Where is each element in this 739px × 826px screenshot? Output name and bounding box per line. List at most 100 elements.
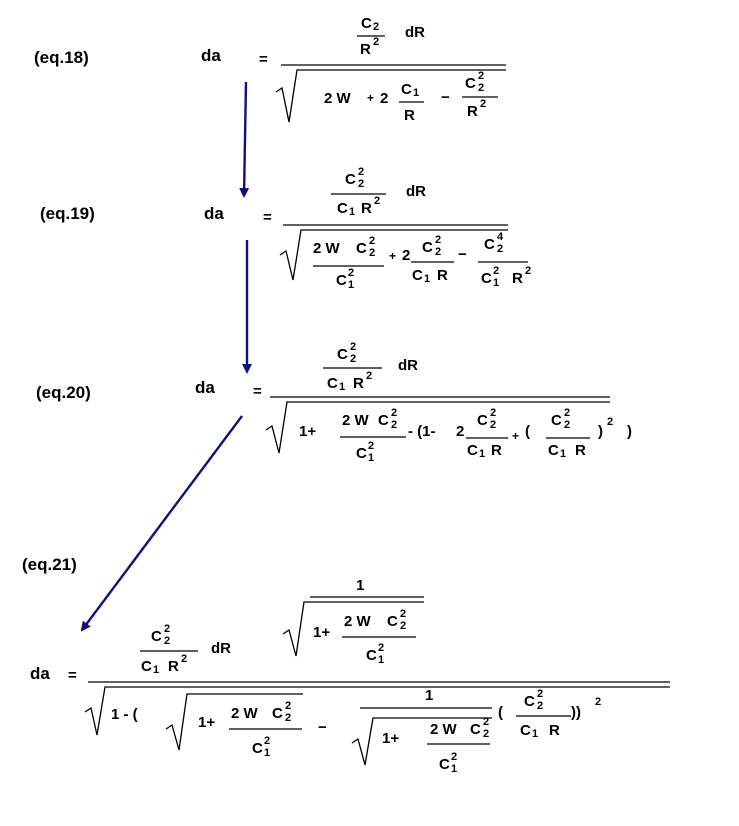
eq21-d1-den-sup: 2 <box>264 735 271 747</box>
eq20-t3-c: C <box>551 412 562 429</box>
eq20-t1-den-sub: 1 <box>368 452 375 464</box>
eq18-c-sub: 2 <box>373 21 380 33</box>
eq21-c-sub: 2 <box>164 635 171 647</box>
eq21-top-den-sup: 2 <box>378 642 385 654</box>
eq21-c-sup: 2 <box>164 623 171 635</box>
eq18-da: da <box>201 46 221 65</box>
eq20-lparen: ( <box>525 423 530 440</box>
eq21-d1-c-sub: 2 <box>285 712 292 724</box>
eq19-2w: 2 W <box>313 240 340 257</box>
eq21-top-one-plus: 1+ <box>313 624 331 641</box>
eq19-c-sup: 2 <box>358 166 365 178</box>
eq18-r-sup: 2 <box>373 36 380 48</box>
eq21-label: (eq.21) <box>22 555 77 574</box>
eq20-r-sup: 2 <box>366 370 373 382</box>
eq19-c1: C <box>337 200 348 217</box>
eq21-d3-den-c: C <box>520 722 531 739</box>
arrow-18-to-19 <box>239 81 250 198</box>
eq21-d1-2w: 2 W <box>231 705 258 722</box>
eq18-minus: − <box>441 89 450 106</box>
eq21-da: da <box>30 664 50 683</box>
eq21-d1-one-plus: 1+ <box>198 714 216 731</box>
eq20-da: da <box>195 378 215 397</box>
eq18-r2-sup: 2 <box>480 98 487 110</box>
eq21-c1-sub: 1 <box>153 664 160 676</box>
eq18-r-den: R <box>404 107 415 124</box>
eq20-rparen-outer: ) <box>627 423 632 440</box>
eq20-label: (eq.20) <box>36 383 91 402</box>
eq18-r: R <box>360 41 371 58</box>
eq20-sq: 2 <box>607 416 614 428</box>
eq19-t1-den-sub: 1 <box>348 279 355 291</box>
eq20-t3-sub: 2 <box>564 419 571 431</box>
eq20-plus: + <box>512 429 520 443</box>
eq21-d3-den-r: R <box>549 722 560 739</box>
eq21-d2-c-sup: 2 <box>483 716 490 728</box>
eq20-minus-one: - (1- <box>408 423 436 440</box>
eq21-d2-c-sub: 2 <box>483 728 490 740</box>
eq19-r: R <box>361 200 372 217</box>
eq21-dr: dR <box>211 640 231 657</box>
eq21-d3-sub: 2 <box>537 700 544 712</box>
eq20-t3-sup: 2 <box>564 407 571 419</box>
eq21-lparen: ( <box>498 704 503 721</box>
eq20-t2-c: C <box>477 412 488 429</box>
eq21-denom-radical1 <box>165 693 303 751</box>
eq19-two: 2 <box>402 247 411 264</box>
eq20-2w: 2 W <box>342 412 369 429</box>
eq19-c-sub: 2 <box>358 178 365 190</box>
eq21-top-den-sub: 1 <box>378 654 385 666</box>
eq20-equals: = <box>253 383 262 400</box>
eq19-minus: − <box>458 246 467 263</box>
eq21-equals: = <box>68 667 77 684</box>
eq19-t3-den-c: C <box>481 270 492 287</box>
eq19-t2-den-r: R <box>437 267 448 284</box>
eq20-t3-den-c: C <box>548 442 559 459</box>
eq18-c1-sub: 1 <box>413 87 420 99</box>
eq21-one-minus: 1 - ( <box>111 706 138 723</box>
eq20-t1-den-sup: 2 <box>368 440 375 452</box>
eq21-r-sup: 2 <box>181 653 188 665</box>
eq18-c2-sup: 2 <box>478 70 485 82</box>
eq20-c1-sub: 1 <box>339 381 346 393</box>
eq20-t3-den-r: R <box>575 442 586 459</box>
eq18-c2-sub: 2 <box>478 82 485 94</box>
arrow-20-to-21 <box>80 415 243 632</box>
eq20-t2-den-r: R <box>491 442 502 459</box>
eq21-top-den-c: C <box>366 647 377 664</box>
eq19-t3-den-sub: 1 <box>493 277 500 289</box>
eq20-dr: dR <box>398 357 418 374</box>
eq20-t2-sup: 2 <box>490 407 497 419</box>
eq19-plus: + <box>389 249 397 263</box>
eq18-equals: = <box>259 51 268 68</box>
eq20-t2-den-c: C <box>467 442 478 459</box>
eq20-c-sub: 2 <box>350 353 357 365</box>
eq19-t2-sub: 2 <box>435 246 442 258</box>
eq19-da: da <box>204 204 224 223</box>
eq20-t2-sub: 2 <box>490 419 497 431</box>
eq21-d2-2w: 2 W <box>430 721 457 738</box>
eq21-d2-den-sup: 2 <box>451 751 458 763</box>
eq19-c1-sub: 1 <box>349 206 356 218</box>
eq20-t1-c: C <box>378 412 389 429</box>
eq19-t3-c: C <box>484 236 495 253</box>
eq19-label: (eq.19) <box>40 204 95 223</box>
eq19-t2-den-c: C <box>412 267 423 284</box>
eq21-top-c-sub: 2 <box>400 620 407 632</box>
eq21-d2-den-sub: 1 <box>451 763 458 775</box>
eq20-t1-den-c: C <box>356 445 367 462</box>
eq18-r2: R <box>467 103 478 120</box>
eq20-c-sup: 2 <box>350 341 357 353</box>
eq21-d2-one: 1 <box>425 687 434 704</box>
eq21-d3-c: C <box>524 693 535 710</box>
eq20-r: R <box>353 375 364 392</box>
eq19-t1-c-sup: 2 <box>369 235 376 247</box>
eq20-c1: C <box>327 375 338 392</box>
eq19-t2-sup: 2 <box>435 234 442 246</box>
eq20-t2-den-sub: 1 <box>479 448 486 460</box>
eq18-plus: + <box>367 91 375 105</box>
eq21-top-radical <box>282 601 424 657</box>
eq19-t1-den-sup: 2 <box>348 267 355 279</box>
eq19-t2-den-sub: 1 <box>424 273 431 285</box>
